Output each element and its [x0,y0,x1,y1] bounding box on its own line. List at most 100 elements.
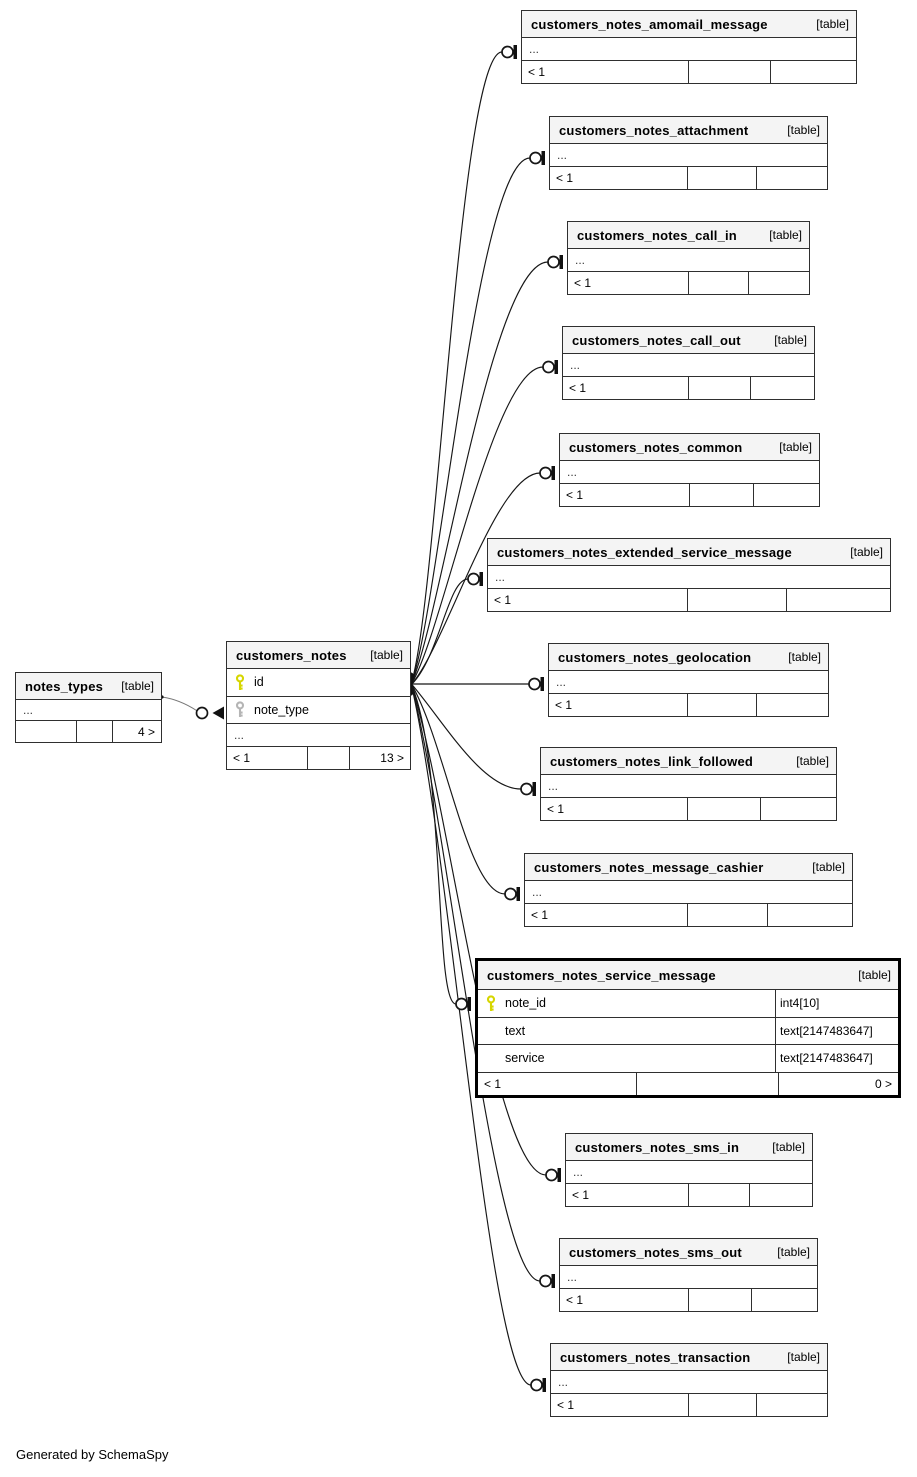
footer-cell [688,1289,752,1311]
table-tag: [table] [858,968,891,982]
footer-parents-count: < 1 [557,1398,575,1412]
table-node-geolocation[interactable]: customers_notes_geolocation [table] ... … [548,643,829,717]
column-row-note-id[interactable]: note_id int4[10] [478,990,898,1018]
footer-parents-count: < 1 [233,751,251,765]
table-node-link-followed[interactable]: customers_notes_link_followed [table] ..… [540,747,837,821]
table-node-message-cashier[interactable]: customers_notes_message_cashier [table] … [524,853,853,927]
footer-parents-count: < 1 [569,381,587,395]
foreign-key-icon [235,701,245,718]
table-header[interactable]: customers_notes_transaction [table] [551,1344,827,1371]
table-header[interactable]: customers_notes_extended_service_message… [488,539,890,566]
table-header[interactable]: customers_notes_geolocation [table] [549,644,828,671]
table-header[interactable]: customers_notes_call_in [table] [568,222,809,249]
footer-cell [687,904,768,926]
table-node-sms-in[interactable]: customers_notes_sms_in [table] ... < 1 [565,1133,813,1207]
table-tag: [table] [121,679,154,693]
table-name[interactable]: customers_notes_sms_out [569,1244,742,1260]
table-name[interactable]: customers_notes_sms_in [575,1139,740,1155]
footer-parents-count: < 1 [494,593,512,607]
table-header[interactable]: notes_types [table] [16,673,161,700]
table-node-transaction[interactable]: customers_notes_transaction [table] ... … [550,1343,828,1417]
column-name[interactable]: text [505,1023,526,1038]
footer-cell [687,167,757,189]
footer-cell [757,1394,827,1416]
columns-ellipsis: ... [563,354,814,377]
footer-cell [749,272,809,294]
table-node-common[interactable]: customers_notes_common [table] ... < 1 [559,433,820,507]
footer-cell [761,798,836,820]
table-tag: [table] [850,545,883,559]
table-name[interactable]: customers_notes_message_cashier [534,859,764,875]
table-node-call-in[interactable]: customers_notes_call_in [table] ... < 1 [567,221,810,295]
columns-ellipsis: ... [488,566,890,589]
column-name[interactable]: note_id [505,996,547,1011]
columns-ellipsis: ... [560,461,819,484]
table-header[interactable]: customers_notes_call_out [table] [563,327,814,354]
footer-cell [689,484,754,506]
footer-parents-count: < 1 [547,802,565,816]
table-tag: [table] [812,860,845,874]
footer-children-count: 4 > [137,724,155,739]
table-node-attachment[interactable]: customers_notes_attachment [table] ... <… [549,116,828,190]
table-node-service-message[interactable]: customers_notes_service_message [table] … [475,958,901,1098]
table-node-notes-types[interactable]: notes_types [table] ... 4 > [15,672,162,743]
table-header[interactable]: customers_notes [table] [227,642,410,669]
columns-ellipsis: ... [227,724,410,747]
footer-cell [688,272,749,294]
table-header[interactable]: customers_notes_message_cashier [table] [525,854,852,881]
table-name[interactable]: customers_notes_service_message [487,967,716,983]
column-type: int4[10] [775,990,898,1017]
footer-cell [688,377,751,399]
table-name[interactable]: customers_notes_common [569,439,743,455]
footer-parents-count: < 1 [572,1188,590,1202]
table-header[interactable]: customers_notes_service_message [table] [478,961,898,990]
table-name[interactable]: customers_notes_extended_service_message [497,544,792,560]
table-header[interactable]: customers_notes_link_followed [table] [541,748,836,775]
primary-key-icon [486,995,496,1011]
table-header[interactable]: customers_notes_sms_in [table] [566,1134,812,1161]
columns-ellipsis: ... [560,1266,817,1289]
table-name[interactable]: customers_notes_attachment [559,122,749,138]
footer-parents-count: < 1 [531,908,549,922]
table-tag: [table] [772,1140,805,1154]
table-name[interactable]: customers_notes_amomail_message [531,16,768,32]
table-header[interactable]: customers_notes_attachment [table] [550,117,827,144]
column-name[interactable]: note_type [254,702,309,717]
footer-cell [688,61,771,83]
table-name[interactable]: notes_types [25,678,104,694]
table-name[interactable]: customers_notes [236,647,347,663]
table-name[interactable]: customers_notes_call_in [577,227,737,243]
column-row-service[interactable]: service text[2147483647] [478,1045,898,1073]
table-tag: [table] [779,440,812,454]
column-row-id[interactable]: id [227,669,410,697]
footer-parents-count: < 1 [566,488,584,502]
column-row-note-type[interactable]: note_type [227,697,410,724]
column-type: text[2147483647] [775,1045,898,1072]
footer-cell [687,798,761,820]
table-header[interactable]: customers_notes_amomail_message [table] [522,11,856,38]
table-node-customers-notes[interactable]: customers_notes [table] id note_type ...… [226,641,411,770]
column-name[interactable]: service [505,1051,545,1066]
table-name[interactable]: customers_notes_geolocation [558,649,752,665]
table-name[interactable]: customers_notes_transaction [560,1349,751,1365]
footer-cell [752,1289,817,1311]
columns-ellipsis: ... [566,1161,812,1184]
footer-children-count: 0 > [874,1076,892,1091]
generated-by-note: Generated by SchemaSpy [16,1447,169,1462]
column-name[interactable]: id [254,675,264,690]
table-header[interactable]: customers_notes_sms_out [table] [560,1239,817,1266]
table-tag: [table] [777,1245,810,1259]
table-header[interactable]: customers_notes_common [table] [560,434,819,461]
table-node-amomail-message[interactable]: customers_notes_amomail_message [table] … [521,10,857,84]
table-node-call-out[interactable]: customers_notes_call_out [table] ... < 1 [562,326,815,400]
footer-cell [687,589,787,611]
table-tag: [table] [787,1350,820,1364]
table-node-sms-out[interactable]: customers_notes_sms_out [table] ... < 1 [559,1238,818,1312]
table-node-extended-service-message[interactable]: customers_notes_extended_service_message… [487,538,891,612]
columns-ellipsis: ... [522,38,856,61]
table-name[interactable]: customers_notes_call_out [572,332,741,348]
column-row-text[interactable]: text text[2147483647] [478,1017,898,1045]
table-name[interactable]: customers_notes_link_followed [550,753,754,769]
